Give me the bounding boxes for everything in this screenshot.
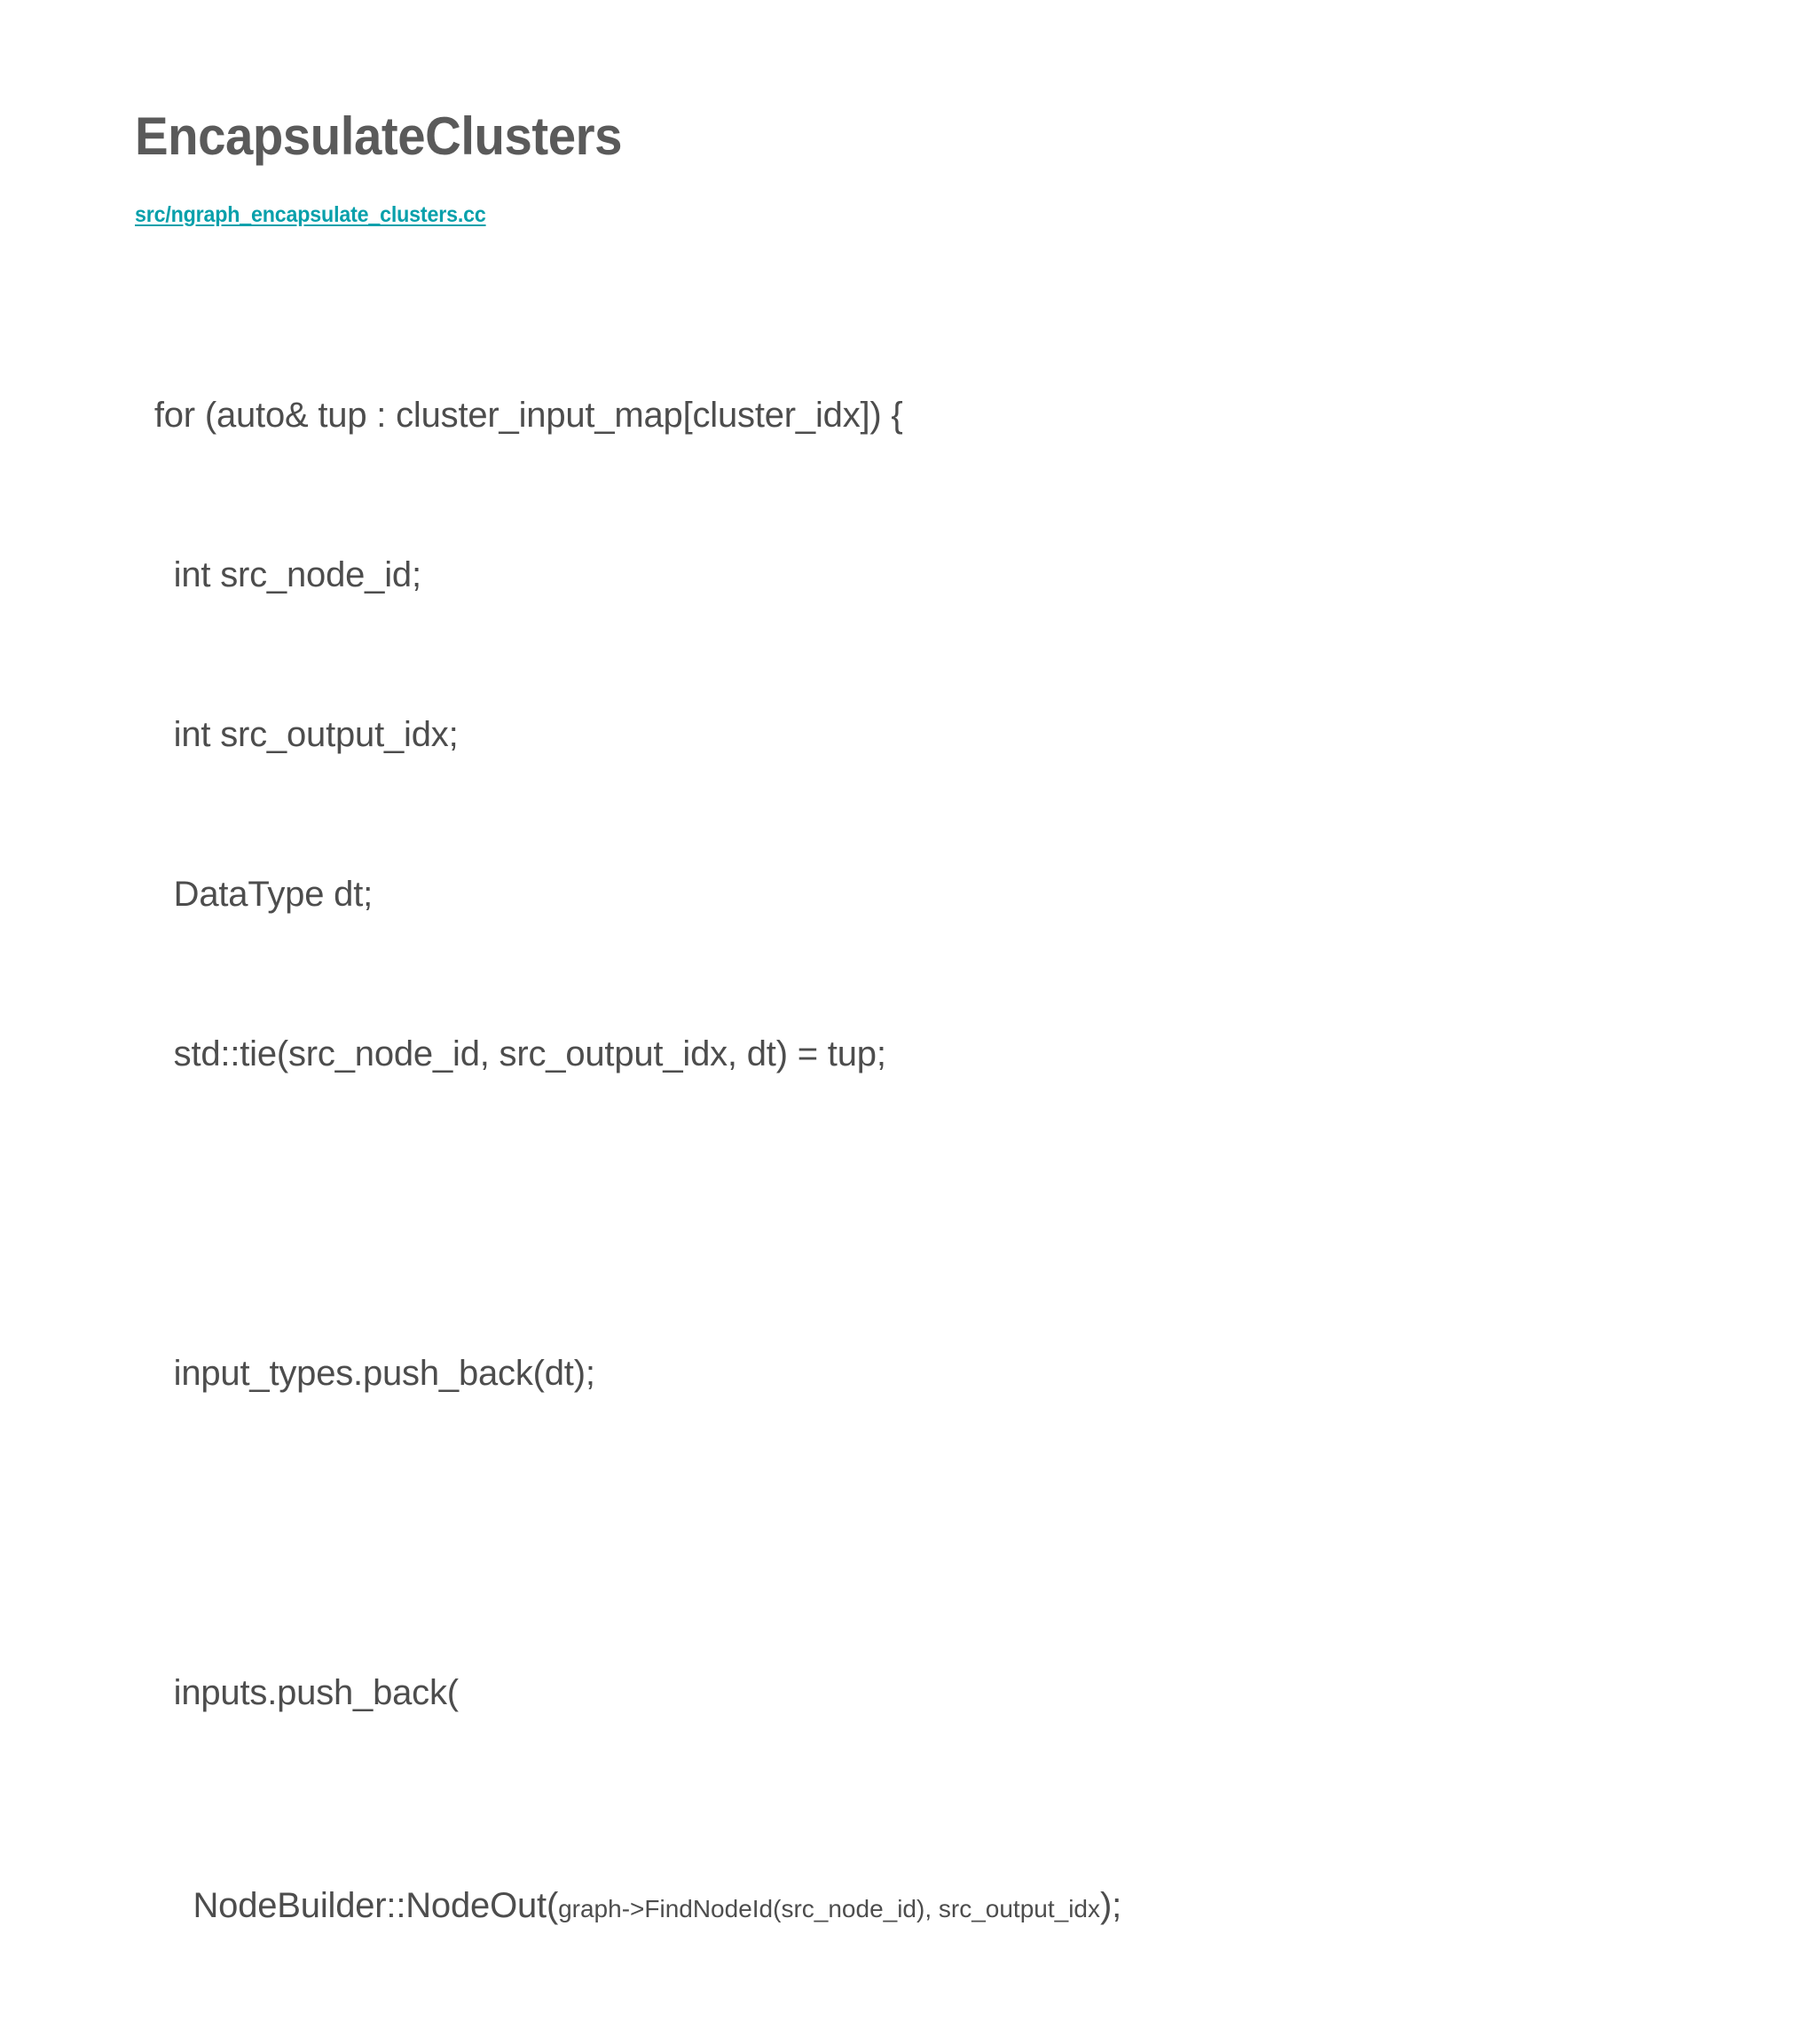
code-line-blank <box>135 1187 1696 1240</box>
source-file-link[interactable]: src/ngraph_encapsulate_clusters.cc <box>135 202 486 227</box>
code-line: int src_node_id; <box>135 555 421 594</box>
code-line: inputs.push_back( <box>135 1673 459 1712</box>
code-indent <box>135 1886 193 1925</box>
code-line: std::tie(src_node_id, src_output_idx, dt… <box>135 1034 886 1073</box>
page-title: EncapsulateClusters <box>135 106 623 167</box>
code-line: input_types.push_back(dt); <box>135 1354 595 1393</box>
code-line-nodeout: NodeBuilder::NodeOut(graph->FindNodeId(s… <box>135 1879 1696 1932</box>
code-line-blank <box>135 1506 1696 1560</box>
code-nodeout-args: graph->FindNodeId(src_node_id), src_outp… <box>558 1895 1100 1922</box>
code-nodeout-suffix: ); <box>1100 1886 1122 1925</box>
code-line: int src_output_idx; <box>135 715 459 754</box>
code-line: DataType dt; <box>135 875 374 914</box>
slide-canvas: EncapsulateClusters src/ngraph_encapsula… <box>135 106 1122 1925</box>
code-block: for (auto& tup : cluster_input_map[clust… <box>135 282 1696 2044</box>
code-line: for (auto& tup : cluster_input_map[clust… <box>135 396 903 435</box>
code-nodeout-prefix: NodeBuilder::NodeOut( <box>193 1886 559 1925</box>
